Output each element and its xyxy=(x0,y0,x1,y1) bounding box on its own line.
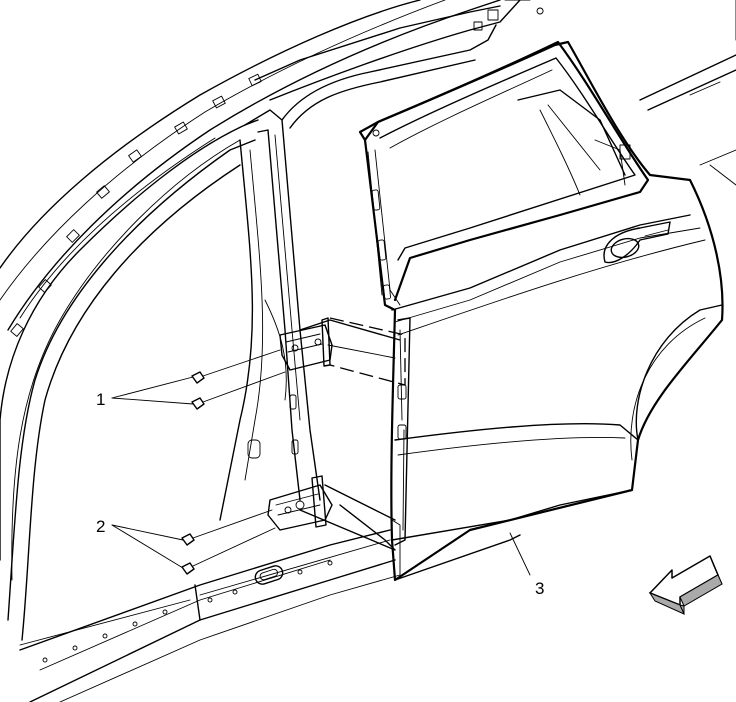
callout-3-label: 3 xyxy=(535,579,544,598)
door-handle xyxy=(603,221,671,264)
upper-hinge xyxy=(279,317,406,386)
lower-hinge-bolts xyxy=(181,509,276,575)
callout-2: 2 xyxy=(96,517,184,569)
bolt-lower-1 xyxy=(181,509,273,546)
callout-3: 3 xyxy=(535,579,544,598)
sill-holes xyxy=(42,560,333,663)
rocker-sill xyxy=(19,529,401,702)
callout-1: 1 xyxy=(96,376,194,409)
rear-door-window-frame xyxy=(363,40,650,306)
rear-door-opening xyxy=(281,24,497,341)
callout-1-label: 1 xyxy=(96,390,105,409)
interior-trim xyxy=(517,89,631,196)
lower-hinge xyxy=(267,475,396,551)
rear-door xyxy=(358,40,724,582)
callout-2-label: 2 xyxy=(96,517,105,536)
front-door-opening xyxy=(0,119,259,646)
upper-hinge-bolts xyxy=(191,349,286,410)
bolt-lower-2 xyxy=(181,527,276,575)
quarter-panel xyxy=(639,0,736,186)
roof-rail xyxy=(0,0,544,337)
b-pillar xyxy=(219,109,321,521)
bolt-upper-2 xyxy=(191,371,286,410)
bolt-upper-1 xyxy=(191,349,281,384)
front-direction-arrow-icon xyxy=(648,555,723,615)
